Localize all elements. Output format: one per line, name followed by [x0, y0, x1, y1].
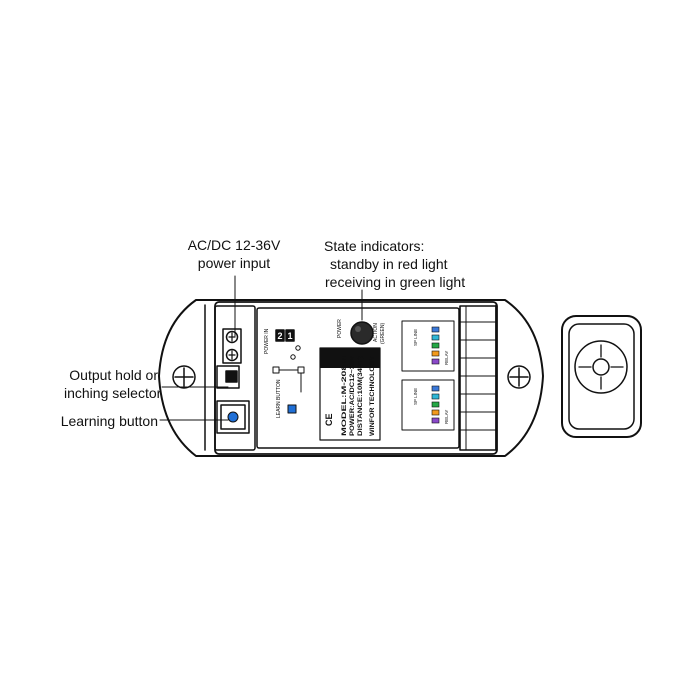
- relay-terminal-2-4: [431, 409, 440, 416]
- relay-terminal-2-2: [431, 393, 440, 400]
- power-in-marking: POWER IN: [264, 328, 270, 354]
- remote-control: [561, 315, 642, 438]
- green-marking: (GREEN): [380, 323, 386, 344]
- power-input-line-2: power input: [197, 255, 271, 271]
- state-indicators-line-2: standby in red light: [330, 256, 448, 272]
- terminal-number-2: 2: [278, 331, 283, 341]
- relay-terminal-1-1: [431, 326, 440, 333]
- learning-button-label: Learning button: [60, 413, 158, 429]
- learning-button-housing: [216, 400, 250, 434]
- product-label-line-3: MODEL:M-208M: [341, 356, 348, 436]
- state-indicators-callout: State indicators: standby in red light r…: [322, 237, 482, 291]
- remote-button-ring: [574, 340, 628, 394]
- relay-terminal-1-5: [431, 358, 440, 365]
- relay-terminal-2-3: [431, 401, 440, 408]
- remote-control-inner: [568, 323, 635, 430]
- output-selector-line-2: inching selector: [64, 385, 162, 401]
- relay-marking-2: RELAY: [444, 410, 449, 424]
- power-terminal-screw-1-icon: [225, 330, 239, 344]
- relay-group-1-label: SP LINE: [413, 329, 418, 346]
- relay-terminal-2-5: [431, 417, 440, 424]
- right-mounting-screw-icon: [507, 365, 531, 389]
- output-selector-callout: Output hold or inching selector: [64, 366, 162, 402]
- product-label-line-1: WIRELESS RECEIVE: [323, 370, 330, 436]
- remote-center-button: [592, 358, 610, 376]
- state-indicators-line-1: State indicators:: [324, 238, 425, 254]
- product-label-header: [320, 348, 380, 368]
- state-indicators-line-3: receiving in green light: [325, 274, 466, 290]
- power-terminal-block: [222, 328, 242, 364]
- relay-group-1: [401, 320, 455, 372]
- relay-group-2: [401, 379, 455, 431]
- output-selector-switch: [216, 365, 240, 389]
- output-terminal-strip: [459, 305, 497, 451]
- product-label-line-4: POWER:AC/DC12~36V: [349, 355, 356, 436]
- output-selector-line-1: Output hold or: [69, 367, 158, 383]
- relay-marking-1: RELAY: [444, 351, 449, 365]
- relay-terminals: RELAY RELAY: [431, 326, 449, 424]
- product-label-line-5: DISTANCE:10M(34FT): [357, 356, 364, 436]
- left-mounting-screw-icon: [172, 365, 196, 389]
- learning-button-callout: Learning button: [54, 412, 158, 430]
- output-selector-switch-lever: [225, 370, 238, 383]
- power-led-marking: POWER: [337, 319, 343, 338]
- power-terminal-screw-2-icon: [225, 348, 239, 362]
- learn-button-marking: LEARN BUTTON: [276, 379, 282, 418]
- relay-terminal-1-3: [431, 342, 440, 349]
- relay-terminal-1-2: [431, 334, 440, 341]
- learning-button-icon: [227, 411, 239, 423]
- product-label-line-2: CONTROLLER: [331, 369, 338, 436]
- power-input-callout: AC/DC 12-36V power input: [186, 236, 282, 272]
- relay-terminal-1-4: [431, 350, 440, 357]
- terminal-number-1: 1: [288, 331, 293, 341]
- state-indicator-led: [350, 321, 374, 345]
- terminal-number-box-1: [285, 329, 295, 342]
- power-input-line-1: AC/DC 12-36V: [187, 237, 281, 253]
- receiver-inner-panel: [256, 307, 460, 449]
- relay-terminal-2-1: [431, 385, 440, 392]
- ce-mark: CE: [324, 413, 334, 426]
- receiver-housing: [158, 299, 544, 457]
- product-label-line-6: WINFOR TECHNOLOGY: [369, 355, 376, 436]
- terminal-number-box-2: [275, 329, 285, 342]
- action-led-marking: ACTION: [373, 323, 379, 342]
- relay-group-2-label: SP LINE: [413, 388, 418, 405]
